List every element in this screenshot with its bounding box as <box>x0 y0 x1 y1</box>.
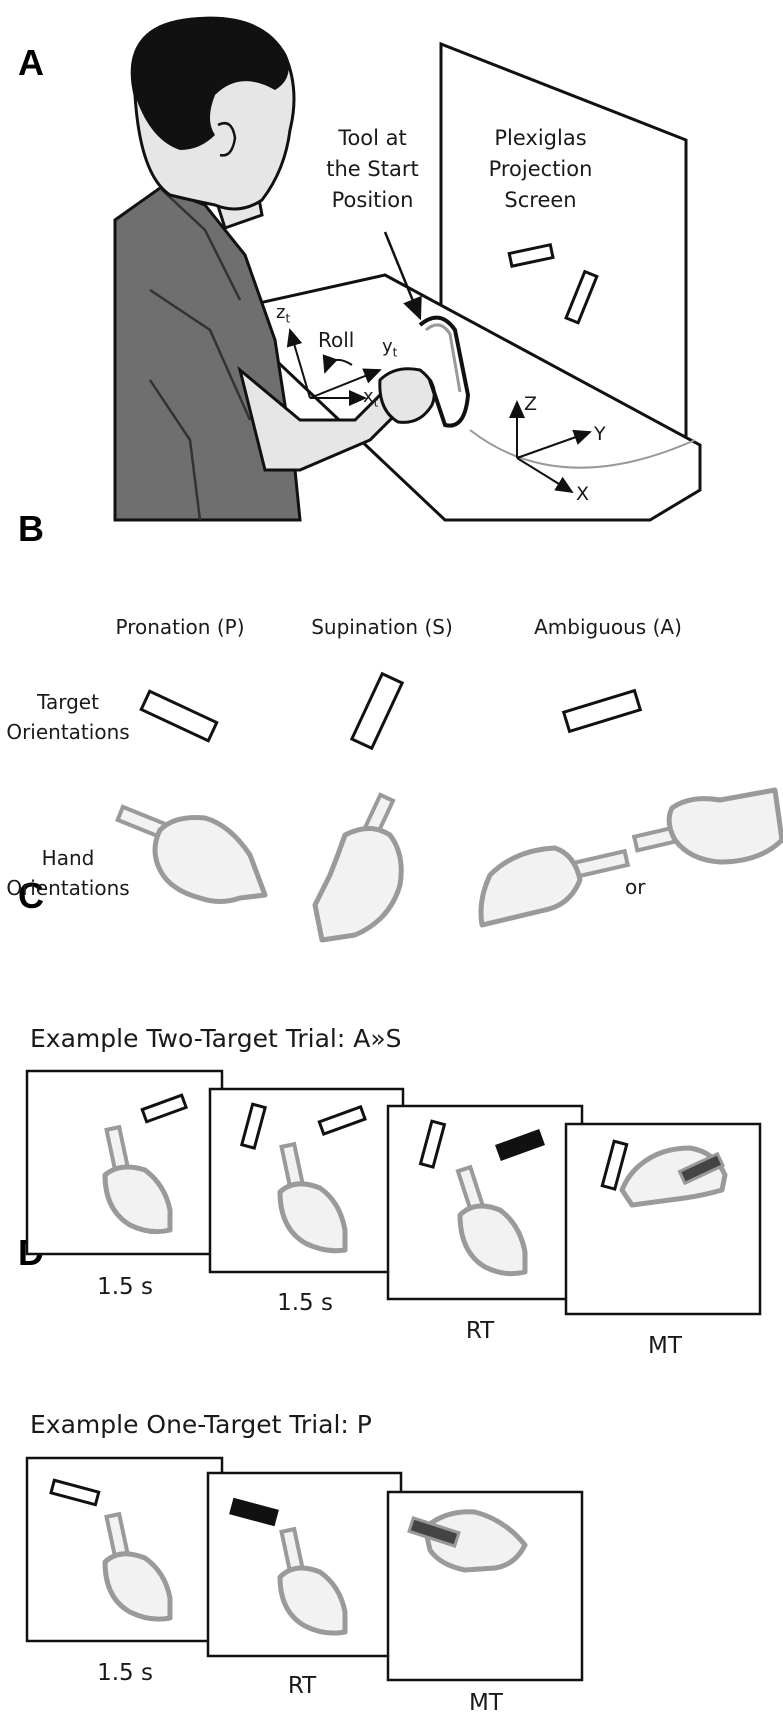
frame-c3 <box>386 1104 584 1301</box>
panel-c-frames <box>25 1069 762 1316</box>
panel-letter-c: C <box>18 875 44 916</box>
tool-axis-x-label: xt <box>363 386 379 410</box>
panel-d-frames <box>25 1456 584 1682</box>
world-axis-y-label: Y <box>594 423 606 445</box>
target-bar-pronation <box>139 689 219 743</box>
row-hand-label: Hand Orientations <box>6 846 130 900</box>
tool-axis-z-label: zt <box>276 302 291 326</box>
panel-letter-a: A <box>18 42 44 83</box>
row-target-label: Target Orientations <box>6 690 130 744</box>
world-axis-x-label: X <box>576 483 590 505</box>
hand-supination <box>312 826 404 943</box>
roll-label: Roll <box>318 328 355 352</box>
frame-d3-label: MT <box>469 1690 503 1716</box>
panel-b-hands <box>115 787 783 943</box>
col-supination-label: Supination (S) <box>311 615 453 639</box>
frame-c2-label: 1.5 s <box>277 1290 333 1316</box>
tool-at-start-label: Tool at the Start Position <box>326 126 419 212</box>
frame-d2-label: RT <box>287 1673 317 1699</box>
target-bar-ambiguous <box>561 688 643 734</box>
target-bar-supination <box>349 671 405 751</box>
frame-c1-label: 1.5 s <box>97 1274 153 1300</box>
or-label: or <box>625 875 646 899</box>
panel-letter-b: B <box>18 508 44 549</box>
tool <box>418 315 471 428</box>
frame-c4-label: MT <box>648 1333 682 1359</box>
table-surface <box>248 273 702 522</box>
hand-ambiguous-right <box>666 787 783 865</box>
world-axis-z-label: Z <box>524 393 538 415</box>
panel-a-scene <box>113 16 702 522</box>
panel-c-title: Example Two-Target Trial: A»S <box>30 1024 402 1053</box>
tool-axis-y-label: yt <box>382 336 398 360</box>
panel-b-targets <box>139 671 643 751</box>
col-pronation-label: Pronation (P) <box>115 615 245 639</box>
frame-d1-label: 1.5 s <box>97 1660 153 1686</box>
frame-c3-label: RT <box>465 1318 495 1344</box>
projection-screen-label: Plexiglas Projection Screen <box>488 126 593 212</box>
col-ambiguous-label: Ambiguous (A) <box>534 615 682 639</box>
hand-ambiguous-left <box>478 845 583 928</box>
hand-pronation <box>152 815 268 904</box>
panel-d-title: Example One-Target Trial: P <box>30 1410 372 1439</box>
